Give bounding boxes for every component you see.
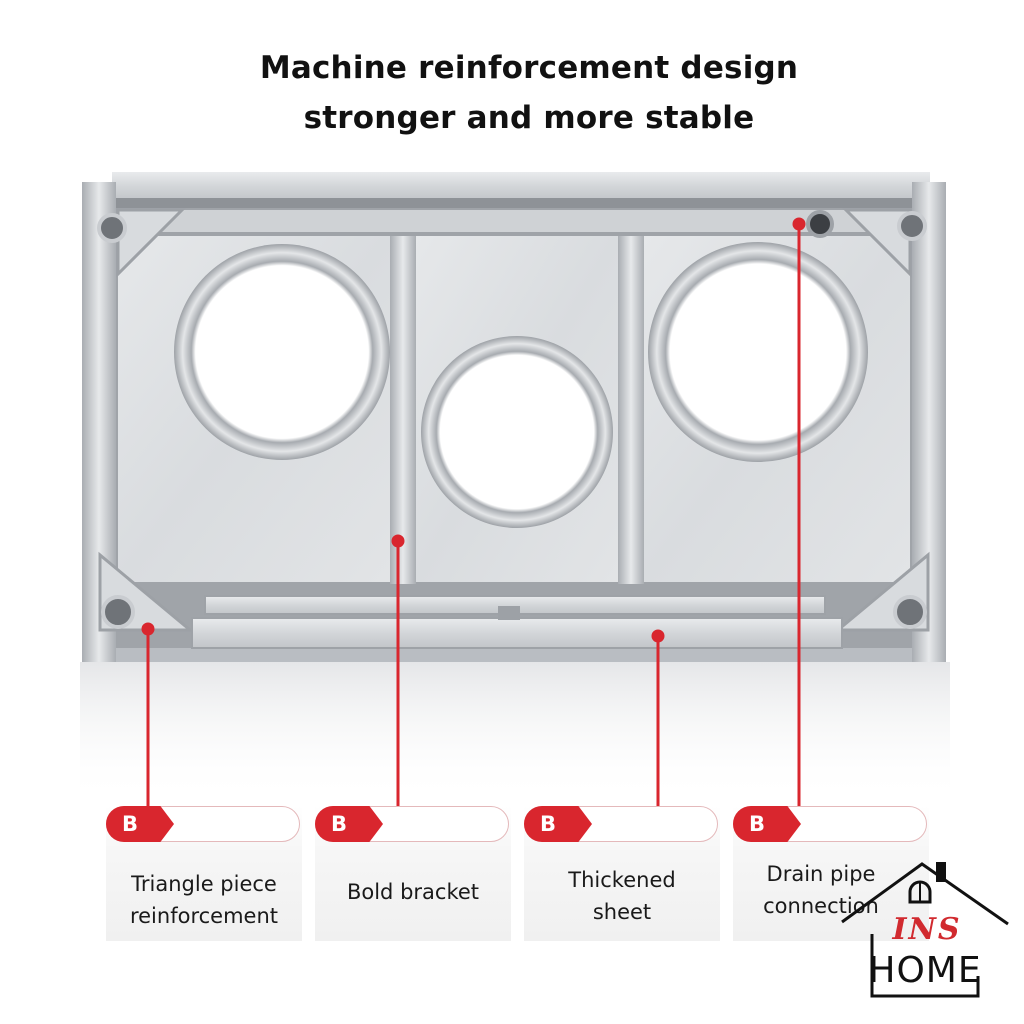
bolt-hole-tl bbox=[97, 213, 127, 243]
top-rim bbox=[112, 172, 930, 200]
bold-bracket-left bbox=[390, 232, 416, 584]
pointer-triangle bbox=[141, 622, 155, 812]
bold-bracket-right bbox=[618, 232, 644, 584]
callout-label: Triangle piece reinforcement bbox=[129, 872, 279, 928]
headline-line-1: Machine reinforcement design bbox=[259, 50, 799, 86]
triangle-piece-top-left bbox=[116, 208, 186, 278]
triangle-piece-top-right bbox=[842, 208, 912, 278]
callout-label: Bold bracket bbox=[346, 880, 480, 904]
thickened-sheet bbox=[191, 617, 843, 649]
house-logo-icon bbox=[841, 862, 1009, 998]
pointer-sheet bbox=[651, 629, 665, 808]
callout-tag: B bbox=[733, 806, 801, 842]
bolt-hole-br bbox=[893, 595, 927, 629]
callout-tag: B bbox=[106, 806, 174, 842]
headline-line-2: stronger and more stable bbox=[303, 100, 755, 136]
logo-ins-text: INS bbox=[892, 912, 962, 947]
callout-label: Thickened sheet bbox=[568, 868, 676, 924]
right-hole bbox=[648, 242, 868, 462]
callout-triangle-piece: B Triangle piece reinforcement bbox=[106, 806, 302, 941]
bolt-hole-bl bbox=[101, 595, 135, 629]
pointer-bracket bbox=[391, 534, 405, 808]
callout-tag: B bbox=[315, 806, 383, 842]
callout-drain-pipe: B Drain pipe connection bbox=[733, 806, 929, 941]
callout-label: Drain pipe connection bbox=[763, 862, 879, 918]
left-hole bbox=[174, 244, 390, 460]
pointer-drain bbox=[792, 217, 806, 808]
drain-pipe-fitting bbox=[806, 210, 834, 238]
logo-home-text: HOME bbox=[868, 950, 982, 991]
callout-tag: B bbox=[524, 806, 592, 842]
floor-reflection bbox=[80, 662, 950, 802]
top-crossbar bbox=[118, 210, 910, 236]
callout-thickened-sheet: B Thickened sheet bbox=[524, 806, 720, 941]
bolt-hole-tr bbox=[897, 211, 927, 241]
center-hole bbox=[421, 336, 613, 528]
callout-bold-bracket: B Bold bracket bbox=[315, 806, 511, 941]
